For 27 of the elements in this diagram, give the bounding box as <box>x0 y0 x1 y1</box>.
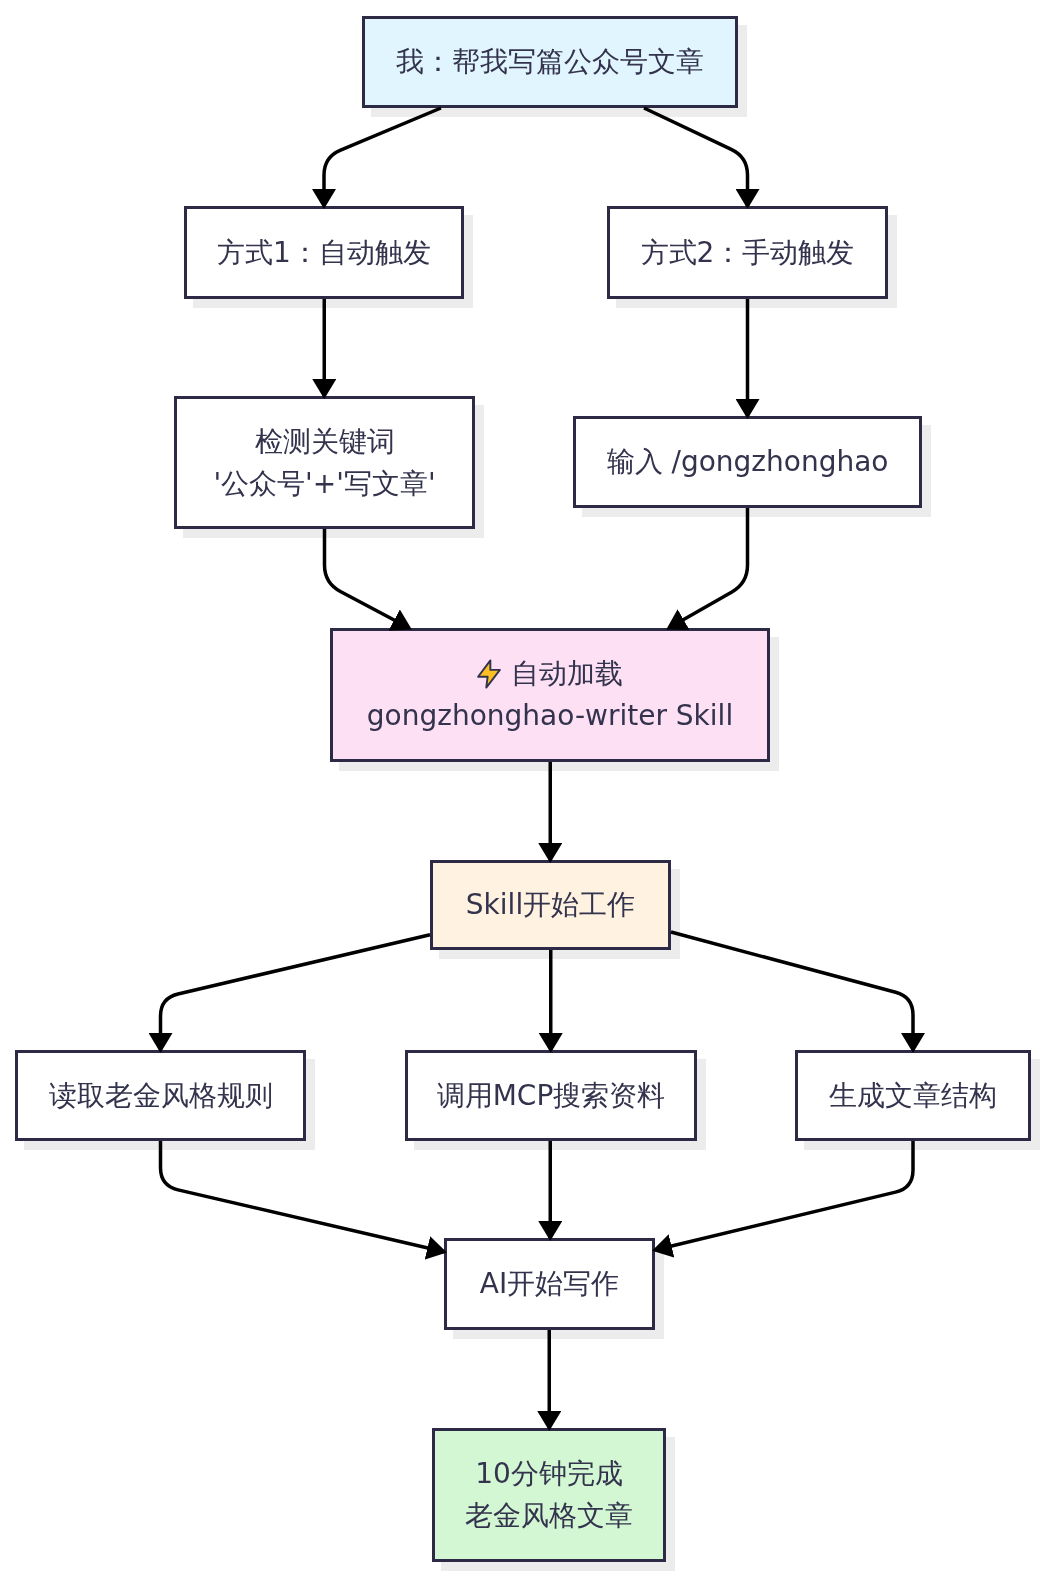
arrow <box>322 529 412 631</box>
arrow <box>652 1141 915 1258</box>
arrow <box>148 933 431 1053</box>
arrow <box>312 106 442 209</box>
step-label: 方式1：自动触发 <box>217 234 431 271</box>
arrow <box>312 299 337 399</box>
step-label: 我：帮我写篇公众号文章 <box>396 44 704 80</box>
step-label: 调用MCP搜索资料 <box>436 1077 666 1114</box>
arrow <box>538 950 563 1053</box>
step-label: Skill开始工作 <box>465 887 636 923</box>
arrow <box>666 508 750 630</box>
arrow <box>670 930 925 1053</box>
arrow <box>643 106 760 209</box>
arrow <box>735 299 760 419</box>
step-label: 检测关键词 '公众号'+'写文章' <box>212 423 437 502</box>
step-label: 读取老金风格规则 <box>48 1077 273 1114</box>
step-label: 自动加载 <box>511 656 623 692</box>
arrow <box>537 1330 562 1431</box>
arrow <box>538 762 563 863</box>
step-label: gongzhonghao-writer Skill <box>366 698 734 734</box>
step-label: 输入 /gongzhonghao <box>606 444 889 480</box>
arrow <box>538 1141 563 1241</box>
step-label: 10分钟完成老金风格文章 <box>464 1456 634 1534</box>
step-label: 方式2：手动触发 <box>640 234 855 271</box>
arrow <box>158 1141 447 1260</box>
step-label: AI开始写作 <box>479 1266 620 1302</box>
step-label: 生成文章结构 <box>829 1077 997 1114</box>
